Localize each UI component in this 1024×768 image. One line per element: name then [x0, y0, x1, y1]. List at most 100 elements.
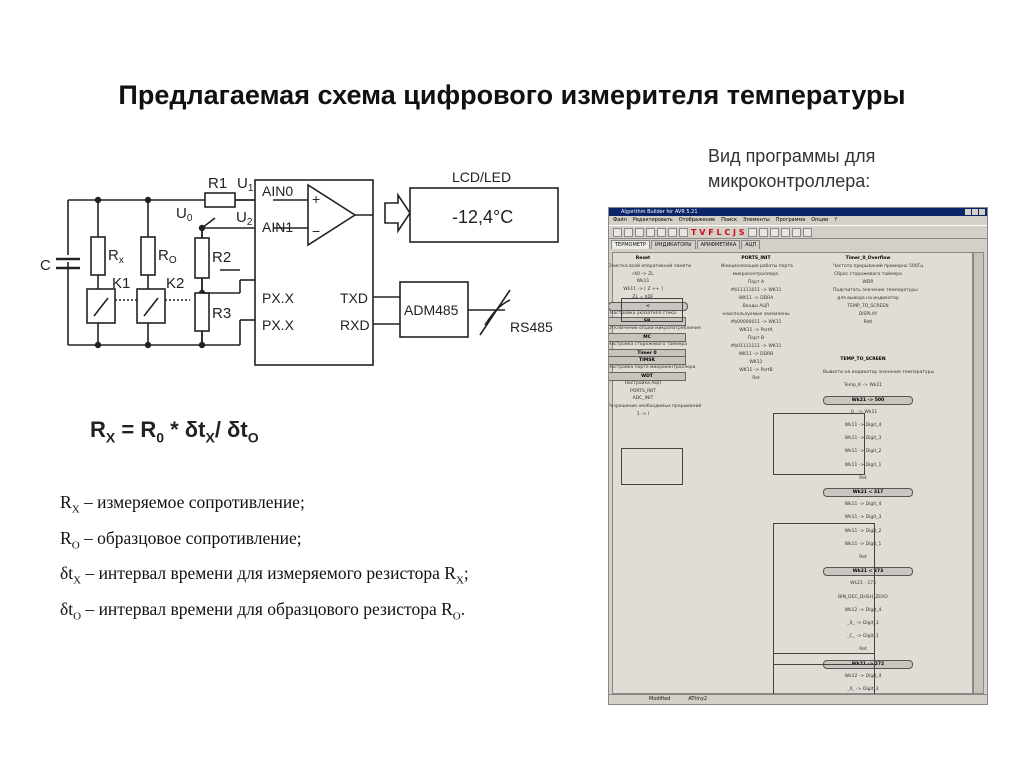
- algorithm-block[interactable]: Wk11 -> Digit_2: [844, 528, 882, 534]
- algorithm-block[interactable]: _0_ -> Digit_3: [847, 687, 879, 692]
- toolbar-button[interactable]: [646, 227, 655, 237]
- menu-item[interactable]: Опции: [811, 217, 829, 223]
- menu-item[interactable]: Программа: [775, 217, 806, 223]
- algorithm-block[interactable]: Wk11 -> Digit_1: [844, 541, 882, 547]
- algorithm-block[interactable]: Подсчитать значение температуры: [833, 288, 918, 293]
- algorithm-block[interactable]: r40 -> ZL: [632, 271, 654, 277]
- toolbar-button[interactable]: [613, 227, 622, 237]
- toolbar-button[interactable]: [791, 227, 801, 237]
- algorithm-block[interactable]: WK11: [749, 360, 763, 365]
- algorithm-block[interactable]: _C_ -> Digit_1: [847, 634, 879, 640]
- algorithm-block[interactable]: #b00000011 -> WK11: [730, 320, 782, 325]
- algorithm-block[interactable]: _0_ -> Digit_3: [847, 621, 879, 626]
- algorithm-block[interactable]: Порт B: [747, 336, 765, 341]
- minimize-icon[interactable]: [965, 209, 971, 215]
- algorithm-block[interactable]: WK11 -> DDRA: [738, 296, 774, 301]
- algorithm-block[interactable]: Timer_0_Overflow: [845, 256, 891, 261]
- toolbar-button[interactable]: [758, 227, 768, 237]
- menu-item[interactable]: Отображение: [678, 217, 716, 223]
- algorithm-block[interactable]: Очистка всей оперативной памяти: [608, 263, 692, 269]
- algorithm-block[interactable]: Разрешение необходимых прерываний: [608, 404, 702, 410]
- tab-thermometer[interactable]: ТЕРМОМЕТР: [611, 240, 651, 249]
- menu-item[interactable]: Файл: [613, 217, 627, 223]
- algorithm-block[interactable]: Настройка АЦП: [624, 380, 662, 386]
- algorithm-block[interactable]: Настройка указателя стека: [610, 310, 676, 316]
- algorithm-block[interactable]: Ret: [859, 647, 867, 653]
- algorithm-block[interactable]: TEMP_TO_SCREEN: [847, 304, 889, 309]
- algorithm-block[interactable]: TIMSK: [609, 356, 686, 366]
- algorithm-block[interactable]: 1 -> I: [636, 412, 650, 417]
- algorithm-block[interactable]: WK11 -> PortA: [739, 328, 773, 333]
- toolbar-button[interactable]: [747, 227, 757, 237]
- maximize-icon[interactable]: [972, 209, 978, 215]
- algorithm-block[interactable]: Отключение опции микропотребления: [608, 326, 701, 332]
- algorithm-block[interactable]: Сброс сторожевого таймера: [834, 272, 902, 277]
- algorithm-block[interactable]: WDT: [609, 372, 686, 381]
- algorithm-block[interactable]: микроконтроллера.: [732, 272, 780, 277]
- tab-arithmetic[interactable]: АРИФМЕТИКА: [696, 240, 741, 249]
- tab-indicators[interactable]: ИНДИКАТОРЫ: [651, 240, 696, 249]
- menu-item[interactable]: ?: [834, 217, 837, 223]
- toolbar-letters[interactable]: T V F L C J S: [691, 227, 745, 237]
- algorithm-block[interactable]: PORTS_INIT: [741, 256, 771, 261]
- algorithm-block[interactable]: Инициализация работы порта: [721, 264, 793, 269]
- vertical-scrollbar[interactable]: [973, 252, 984, 694]
- algorithm-block[interactable]: Частота прерываний примерно 500Гц: [833, 264, 924, 269]
- algorithm-block[interactable]: PORTS_INIT: [630, 388, 656, 394]
- toolbar-button[interactable]: [624, 227, 633, 237]
- algorithm-block[interactable]: Настройка порта микроконтроллера: [608, 365, 696, 371]
- algorithm-block[interactable]: Wk21 < 273: [823, 567, 913, 577]
- algorithm-block[interactable]: RetI: [863, 320, 873, 325]
- algorithm-block[interactable]: #b11111011 -> WK11: [730, 288, 782, 293]
- algorithm-block[interactable]: Вывести на индикатор значение температур…: [823, 370, 935, 376]
- algorithm-block[interactable]: BIN_DEC_DHSH_ZERO: [838, 594, 888, 600]
- algorithm-block[interactable]: #b01111111 -> WK11: [730, 344, 782, 349]
- algorithm-block[interactable]: Wk21 < 317: [823, 488, 913, 497]
- menu-item[interactable]: Поиск: [721, 217, 737, 223]
- toolbar-button[interactable]: [679, 227, 688, 237]
- algorithm-block[interactable]: Wk11 -> Digit_3: [844, 436, 882, 442]
- algorithm-block[interactable]: TEMP_TO_SCREEN: [840, 357, 886, 362]
- algorithm-block[interactable]: WK11 -> DDRB: [738, 352, 774, 357]
- algorithm-block[interactable]: Wk11 -> Digit_4: [844, 502, 882, 508]
- algorithm-block[interactable]: неиспользуемые заземлены: [722, 312, 790, 317]
- algorithm-block[interactable]: Входы АЦП: [742, 304, 770, 309]
- algorithm-block[interactable]: Wk11 -> Digit_1: [844, 462, 882, 468]
- tab-adc[interactable]: АЦП: [741, 240, 761, 249]
- algorithm-block[interactable]: _0_ -> Wk11: [848, 409, 878, 415]
- algorithm-block[interactable]: Wk11 -> Digit_2: [844, 449, 882, 455]
- algorithm-block[interactable]: Wk21 -> 500: [823, 395, 913, 405]
- toolbar-button[interactable]: [635, 227, 644, 237]
- toolbar-button[interactable]: [769, 227, 779, 237]
- algorithm-block[interactable]: Ret: [859, 475, 867, 481]
- algorithm-block[interactable]: Temp_K -> Wk21: [843, 383, 883, 389]
- algorithm-block[interactable]: Порт A: [747, 280, 765, 285]
- close-icon[interactable]: [979, 209, 985, 215]
- algorithm-block[interactable]: Reset: [635, 256, 651, 261]
- menu-item[interactable]: Элементы: [742, 217, 770, 223]
- algorithm-block[interactable]: <: [609, 301, 688, 311]
- algorithm-block[interactable]: Настройка сторожевого таймера: [608, 341, 687, 347]
- algorithm-block[interactable]: WDR: [862, 280, 874, 285]
- algorithm-block[interactable]: Ret: [752, 376, 760, 381]
- algorithm-block[interactable]: WK11 -> PortB: [739, 368, 773, 373]
- algorithm-block[interactable]: Wk12 -> Digit_4: [844, 607, 882, 613]
- algorithm-block[interactable]: MC: [609, 333, 686, 342]
- toolbar-button[interactable]: [780, 227, 790, 237]
- toolbar-button[interactable]: [668, 227, 677, 237]
- algorithm-block[interactable]: Wk12 -> Digit_4: [844, 673, 882, 679]
- algorithm-block[interactable]: Wk11 -> [ Z ++ ]: [623, 287, 663, 293]
- toolbar-button[interactable]: [802, 227, 812, 237]
- algorithm-block[interactable]: Ret: [859, 555, 867, 560]
- algorithm-block[interactable]: ZL = $DF: [632, 295, 654, 300]
- algorithm-block[interactable]: DISPLAY: [858, 312, 878, 317]
- algorithm-block[interactable]: Wk11 -> Digit_3: [844, 515, 882, 521]
- algorithm-block[interactable]: ADC_INIT: [632, 396, 654, 402]
- algorithm-block[interactable]: Wk21 - 273: [850, 581, 876, 587]
- algorithm-block[interactable]: Wk11 -> Digit_4: [844, 423, 882, 428]
- menu-item[interactable]: Редактировать: [632, 217, 673, 223]
- algorithm-block[interactable]: Wk11: [636, 279, 650, 285]
- algorithm-block[interactable]: для вывода на индикатор: [837, 296, 899, 301]
- toolbar-button[interactable]: [657, 227, 666, 237]
